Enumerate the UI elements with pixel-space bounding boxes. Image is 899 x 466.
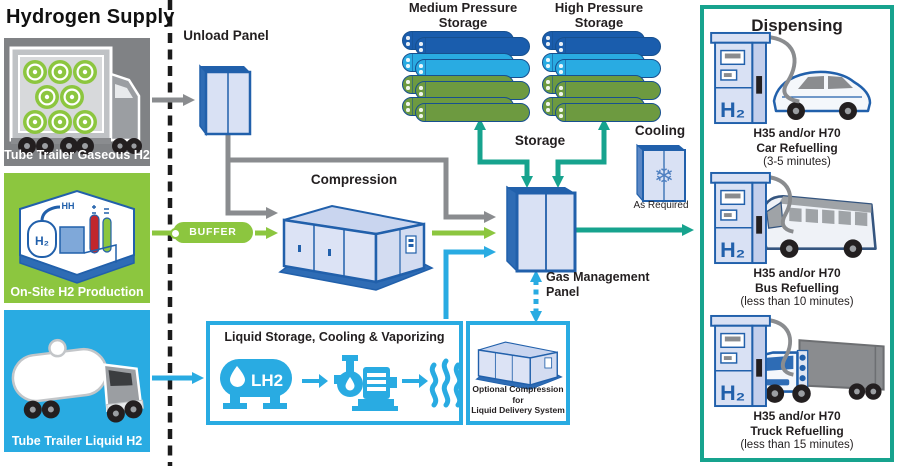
gas-management-label: Gas Management Panel [546,270,650,299]
station-line3: (less than 10 minutes) [740,296,854,309]
arrow-liquid-box-to-gas-panel [443,246,496,319]
h2-dispenser-icon: H₂ [710,171,794,265]
optional-compression-container [475,341,563,390]
h2-dispenser-icon: H₂ [710,31,800,125]
cryo-pump-icon [334,355,398,411]
buffer-pill: BUFFER [170,222,253,243]
unload-panel-cabinet [199,64,252,137]
h2-dispenser-icon: H₂ [710,314,794,408]
supply-source-label: Tube Trailer Gaseous H2 [4,148,150,162]
electrolyzer-tank-label: H₂ [35,234,49,248]
optional-compression-box: Optional Compression for Liquid Delivery… [466,321,570,425]
medium-pressure-cylinders [402,31,530,125]
car-refuelling-text: H35 and/or H70 Car Refuelling (3-5 minut… [704,126,890,169]
car-refuelling-station: H₂ H35 and/or H70 Car Refuelling (3-5 mi… [704,31,890,176]
bus-refuelling-station: H₂ H35 and/or H70 Bus Refuelling (less t… [704,171,890,316]
station-line1: H35 and/or H70 [753,126,841,140]
cooling-note: As Required [633,200,689,211]
high-pressure-storage-label: High Pressure Storage [554,0,644,30]
optional-compression-label: Optional Compression for Liquid Delivery… [470,384,566,416]
flow-arrow-icon [402,374,428,388]
flow-arrow-icon [302,374,328,388]
liquid-storage-box: Liquid Storage, Cooling & Vaporizing LH2 [206,321,463,425]
station-line2: Bus Refuelling [754,280,839,295]
supply-source-onsite-production: H₂ HH On-Site H2 Production [4,173,150,303]
truck-refuelling-text: H35 and/or H70 Truck Refuelling (less th… [704,409,890,452]
cooling-label: Cooling [634,123,686,138]
dispensing-title: Dispensing [751,16,843,35]
dispensing-section: Dispensing H₂ [700,5,894,462]
supply-section-title: Hydrogen Supply [6,6,175,28]
dispenser-h2-label: H₂ [720,381,745,405]
station-line3: (3-5 minutes) [763,156,831,169]
supply-source-label: Tube Trailer Liquid H2 [11,434,143,448]
cooling-cabinet: ❄ [636,143,686,203]
medium-pressure-storage-label: Medium Pressure Storage [408,0,518,30]
unload-panel-label: Unload Panel [183,28,269,43]
compression-container [278,204,434,291]
liquid-tanker-truck-icon [11,338,144,423]
high-pressure-cylinders [542,31,661,125]
station-line3: (less than 15 minutes) [740,439,854,452]
storage-flow-label: Storage [514,133,566,148]
lh2-tank-icon: LH2 [220,359,292,409]
electrolyzer-icon: H₂ HH [19,189,135,284]
vaporizer-heat-icon [429,358,463,408]
snowflake-icon: ❄ [654,163,674,190]
station-line2: Truck Refuelling [750,423,844,438]
lh2-tank-label: LH2 [251,371,283,390]
optional-label-line2: Liquid Delivery System [471,405,565,416]
electrolyzer-pipe-label: HH [62,201,75,211]
compression-label: Compression [310,172,398,187]
supply-source-liquid-trailer: Tube Trailer Liquid H2 [4,310,150,452]
gaseous-tube-trailer-truck-icon [9,46,142,155]
dispenser-h2-label: H₂ [720,98,745,122]
bus-refuelling-text: H35 and/or H70 Bus Refuelling (less than… [704,266,890,309]
arrow-unload-to-compression [225,131,278,219]
truck-refuelling-station: H₂ H35 and/or H70 Truck Refuelling (less… [704,314,890,459]
optional-label-line1: Optional Compression for [472,384,564,405]
supply-source-label: On-Site H2 Production [10,285,144,299]
dispenser-h2-label: H₂ [720,238,745,262]
gas-management-cabinet [506,185,577,273]
station-line1: H35 and/or H70 [753,266,841,280]
station-line2: Car Refuelling [756,140,838,155]
liquid-storage-title: Liquid Storage, Cooling & Vaporizing [224,330,445,344]
station-line1: H35 and/or H70 [753,409,841,423]
supply-source-gaseous: Tube Trailer Gaseous H2 [4,38,150,166]
